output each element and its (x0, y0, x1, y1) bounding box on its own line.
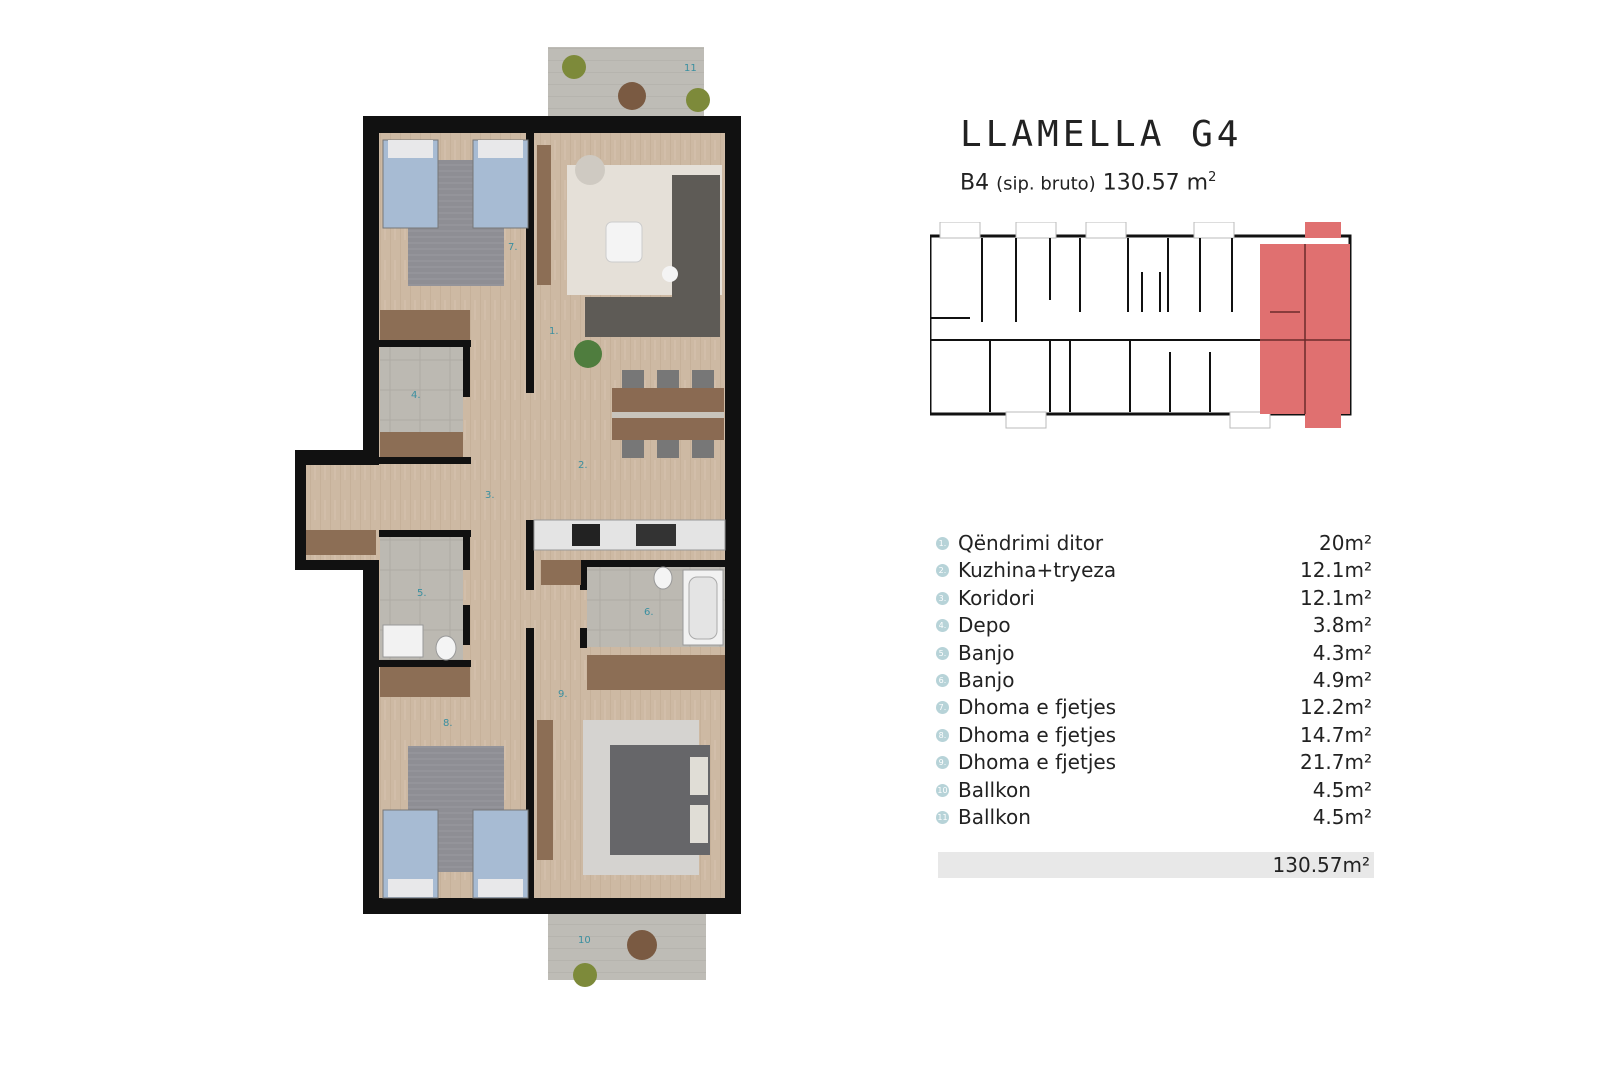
room-area: 21.7m² (1299, 750, 1372, 775)
room-area-legend: 1. Qëndrimi ditor 20m² 2. Kuzhina+tryeza 12.… (936, 530, 1372, 831)
unit-area-sup: 2 (1208, 170, 1217, 185)
unit-note: (sip. bruto) (996, 173, 1096, 195)
unit-subtitle: B4 (sip. bruto) 130.57 m2 (960, 170, 1216, 195)
room-name: Qëndrimi ditor (958, 531, 1104, 555)
plan-label-10: 10 (578, 935, 591, 946)
room-name: Ballkon (958, 804, 1031, 829)
room-area: 4.5m² (1312, 777, 1372, 802)
room-name: Ballkon (958, 777, 1031, 802)
balcony-10 (548, 904, 706, 980)
room-number-badge: 6. (936, 673, 949, 687)
legend-row: 1. Qëndrimi ditor 20m² (936, 530, 1372, 557)
room-area: 20m² (1319, 531, 1372, 555)
room-name: Depo (958, 613, 1011, 638)
plan-label-1: 1. (549, 326, 559, 337)
total-area-bar: 130.57m² (938, 852, 1374, 878)
room-area: 4.5m² (1312, 804, 1372, 829)
room-name: Banjo (958, 667, 1015, 692)
floor-plan: 1. 2. 3. 4. 5. 6. 7. 8. 9. 10 11 (295, 47, 741, 987)
room-area: 14.7m² (1299, 722, 1372, 747)
legend-row: 8. Dhoma e fjetjes 14.7m² (936, 722, 1372, 749)
legend-row: 7. Dhoma e fjetjes 12.2m² (936, 694, 1372, 721)
room-area: 4.9m² (1312, 667, 1372, 692)
plan-label-11: 11 (684, 63, 697, 74)
legend-row: 9. Dhoma e fjetjes 21.7m² (936, 749, 1372, 776)
plan-label-4: 4. (411, 390, 421, 401)
room-area: 12.1m² (1299, 558, 1372, 583)
room-number-badge: 9. (936, 756, 949, 770)
room-area: 3.8m² (1312, 613, 1372, 638)
room-name: Dhoma e fjetjes (958, 722, 1117, 747)
room-name: Dhoma e fjetjes (958, 750, 1117, 775)
plan-label-8: 8. (443, 718, 453, 729)
legend-row: 5. Banjo 4.3m² (936, 640, 1372, 667)
legend-row: 2. Kuzhina+tryeza 12.1m² (936, 557, 1372, 584)
legend-row: 6. Banjo 4.9m² (936, 667, 1372, 694)
room-area: 4.3m² (1312, 640, 1372, 665)
room-number-badge: 1. (936, 537, 949, 550)
page-title: LLAMELLA G4 (960, 114, 1243, 155)
legend-row: 4. Depo 3.8m² (936, 612, 1372, 639)
room-number-badge: 4. (936, 619, 949, 633)
room-number-badge: 8. (936, 728, 949, 742)
total-area: 130.57m² (1272, 853, 1370, 877)
room-name: Koridori (958, 585, 1035, 610)
room-number-badge: 10 (936, 783, 949, 797)
room-area: 12.1m² (1299, 585, 1372, 610)
room-number-badge: 11 (936, 810, 949, 824)
building-key-plan (930, 222, 1352, 429)
unit-code: B4 (960, 170, 990, 196)
room-area: 12.2m² (1299, 695, 1372, 720)
plan-label-5: 5. (417, 588, 427, 599)
kitchen-counter (533, 519, 726, 551)
plan-label-9: 9. (558, 689, 568, 700)
unit-area: 130.57 m (1102, 170, 1209, 196)
plan-label-7: 7. (508, 242, 518, 253)
plan-label-3: 3. (485, 490, 495, 501)
room-name: Banjo (958, 640, 1015, 665)
room-name: Kuzhina+tryeza (958, 558, 1117, 583)
room-number-badge: 2. (936, 564, 949, 578)
plan-label-2: 2. (578, 460, 588, 471)
room-number-badge: 7. (936, 701, 949, 715)
room-number-badge: 5. (936, 646, 949, 660)
room-number-badge: 3. (936, 591, 949, 605)
legend-row: 10 Ballkon 4.5m² (936, 777, 1372, 804)
legend-row: 11 Ballkon 4.5m² (936, 804, 1372, 831)
plan-label-6: 6. (644, 607, 654, 618)
room-name: Dhoma e fjetjes (958, 695, 1117, 720)
legend-row: 3. Koridori 12.1m² (936, 585, 1372, 612)
